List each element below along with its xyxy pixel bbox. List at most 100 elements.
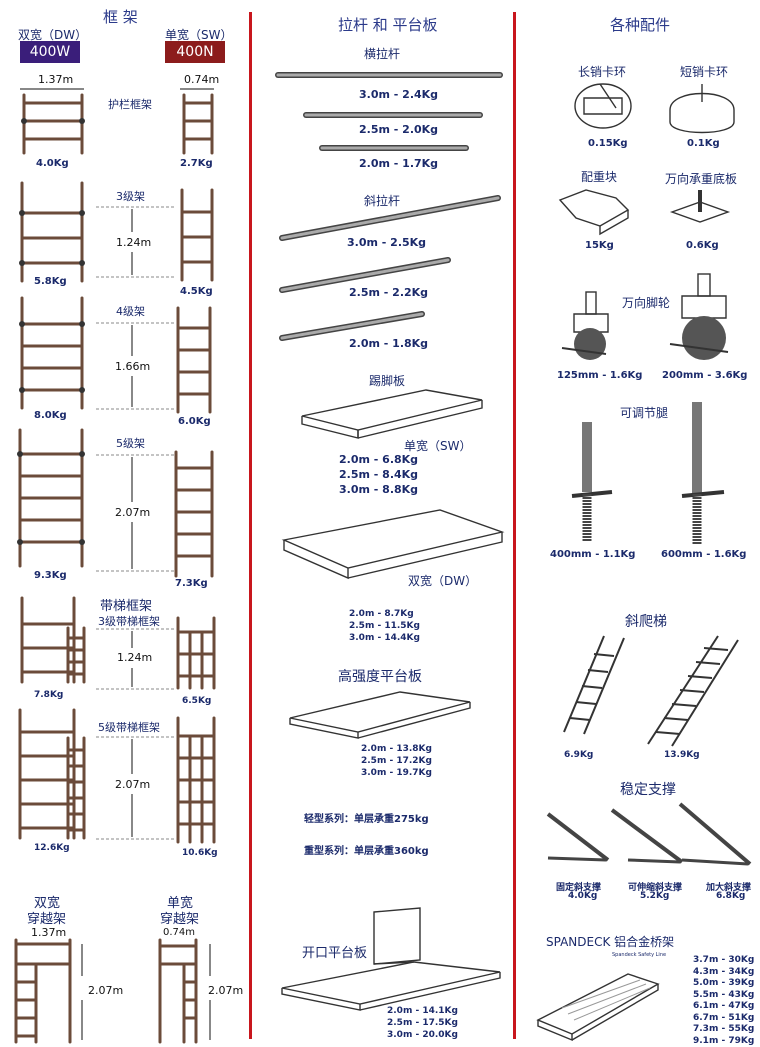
frame-3-level-dw <box>19 181 85 283</box>
castor-200-icon <box>669 273 729 360</box>
frame-5-level-sw-weight: 7.3Kg <box>175 578 208 589</box>
ladder-frame-5-sw <box>176 716 216 844</box>
spandeck-span: 5.0m - 39Kg <box>693 978 755 988</box>
frame-3-level-label: 3级架 <box>116 190 145 203</box>
leg-600-weight: 600mm - 1.6Kg <box>661 549 747 560</box>
sw-badge: 400N <box>165 41 225 63</box>
toe-board-dw-label: 双宽（DW） <box>408 574 478 588</box>
stair-ladder-short <box>563 635 625 735</box>
toe-board-sw-label: 单宽（SW） <box>404 439 472 453</box>
spandeck-title: SPANDECK 铝合金桥架 <box>546 935 675 949</box>
horizontal-brace-2-5m <box>303 112 483 118</box>
walk-through-frame-sw <box>158 938 198 1044</box>
spandeck-span: 5.5m - 43Kg <box>693 989 755 1000</box>
column-divider-left <box>249 12 252 1039</box>
frame-5-level-sw <box>174 450 214 578</box>
trapdoor-platform-drawing <box>281 907 501 1011</box>
dw-width-dimension: 1.37m <box>38 73 74 86</box>
frame-5-level-height-arrow <box>96 454 174 572</box>
horizontal-brace-2m <box>319 145 469 151</box>
guard-dw-weight: 4.0Kg <box>36 158 69 169</box>
frame-3-level-dw-weight: 5.8Kg <box>34 276 67 287</box>
frame-4-level-sw-weight: 6.0Kg <box>178 416 211 427</box>
spandeck-drawing <box>536 973 660 1042</box>
platform-title: 高强度平台板 <box>338 669 422 685</box>
weight-block-weight: 15Kg <box>585 240 614 251</box>
spandeck-span: 4.3m - 34Kg <box>693 966 755 977</box>
stabilizer-label: 稳定支撑 <box>620 782 676 798</box>
stabilizer-large <box>678 802 752 866</box>
walk-dw-height-arrow <box>81 944 83 1040</box>
stabilizer-telescopic-name: 可伸缩斜支撑 <box>628 883 683 893</box>
frame-4-level-height-arrow <box>96 322 174 410</box>
stair-long-weight: 13.9Kg <box>664 750 700 760</box>
walk-sw-width: 0.74m <box>163 927 196 938</box>
short-clip-weight: 0.1Kg <box>687 138 720 149</box>
frame-3-level-sw <box>180 188 214 282</box>
spandeck-tag: Spandeck Safety Line <box>612 952 667 958</box>
frame-5-level-label: 5级架 <box>116 437 145 450</box>
ladder-5-dw-weight: 12.6Kg <box>34 843 70 853</box>
stabilizer-fixed-weight: 4.0Kg <box>568 891 598 901</box>
frame-5-level-dw <box>17 428 85 568</box>
ladder-frame-title: 带梯框架 <box>100 599 153 614</box>
weight-block-label: 配重块 <box>581 170 618 184</box>
weight-block-icon <box>558 189 630 236</box>
dw-badge: 400W <box>20 41 80 63</box>
stair-label: 斜爬梯 <box>625 614 667 630</box>
ladder-frame-3-dw <box>20 596 86 684</box>
frame-5-level-height: 2.07m <box>115 506 151 519</box>
dw-width-arrow <box>20 88 84 90</box>
base-plate-weight: 0.6Kg <box>686 240 719 251</box>
walk-dw-title-1: 双宽 <box>34 896 61 911</box>
stair-short-weight: 6.9Kg <box>564 750 594 760</box>
adjustable-leg-label: 可调节腿 <box>620 406 669 420</box>
stabilizer-telescopic-weight: 5.2Kg <box>640 891 670 901</box>
ladder-3-sw-weight: 6.5Kg <box>182 696 212 706</box>
ladder-3-height-arrow <box>96 628 174 690</box>
frame-3-level-height: 1.24m <box>116 236 152 249</box>
spandeck-span: 6.1m - 47Kg <box>693 1001 755 1011</box>
stabilizer-fixed <box>546 812 610 862</box>
platform-1: 2.0m - 13.8Kg <box>361 744 432 754</box>
trapdoor-1: 2.0m - 14.1Kg <box>387 1006 458 1016</box>
guard-frame-dw <box>21 93 85 155</box>
spandeck-span: 6.7m - 51Kg <box>693 1012 755 1023</box>
braces-section-title: 拉杆 和 平台板 <box>338 16 438 34</box>
toe-board-sw-drawing <box>301 389 483 439</box>
frame-4-level-dw <box>19 296 85 410</box>
d-brace-3: 2.0m - 1.8Kg <box>349 337 429 350</box>
castor-label: 万向脚轮 <box>622 296 671 310</box>
spandeck-span: 3.7m - 30Kg <box>693 955 755 965</box>
ladder-frame-3-sw <box>176 616 216 690</box>
ladder-3-height: 1.24m <box>117 651 153 664</box>
stabilizer-large-weight: 6.8Kg <box>716 891 746 901</box>
walk-sw-title-1: 单宽 <box>167 896 194 911</box>
walk-dw-width: 1.37m <box>31 926 67 939</box>
toe-dw-2: 2.5m - 11.5Kg <box>349 621 420 631</box>
platform-drawing <box>289 691 471 739</box>
toe-board-dw-drawing <box>281 509 505 580</box>
column-divider-right <box>513 12 516 1039</box>
platform-2: 2.5m - 17.2Kg <box>361 756 432 766</box>
stabilizer-telescopic <box>610 808 684 864</box>
horizontal-brace-3m <box>275 72 503 78</box>
walk-sw-height-arrow <box>209 944 211 1040</box>
long-clip-icon <box>574 83 632 129</box>
heavy-series-load: 重型系列：单层承重360kg <box>304 846 429 857</box>
ladder-frame-5-dw <box>18 708 86 840</box>
diagonal-brace-2-5m <box>279 257 451 293</box>
frame-4-level-dw-weight: 8.0Kg <box>34 410 67 421</box>
adjustable-leg-600 <box>681 402 725 544</box>
toe-dw-1: 2.0m - 8.7Kg <box>349 609 414 619</box>
spandeck-span: 7.3m - 55Kg <box>693 1024 755 1034</box>
walk-sw-title-2: 穿越架 <box>160 912 200 927</box>
guard-frame-sw <box>182 93 214 155</box>
trapdoor-2: 2.5m - 17.5Kg <box>387 1018 458 1028</box>
sw-width-arrow <box>180 88 214 90</box>
base-plate-label: 万向承重底板 <box>665 172 738 186</box>
ladder-5-height-arrow <box>96 736 174 840</box>
h-brace-1: 3.0m - 2.4Kg <box>359 88 439 101</box>
light-series-load: 轻型系列：单层承重275kg <box>304 814 429 825</box>
d-brace-2: 2.5m - 2.2Kg <box>349 286 429 299</box>
